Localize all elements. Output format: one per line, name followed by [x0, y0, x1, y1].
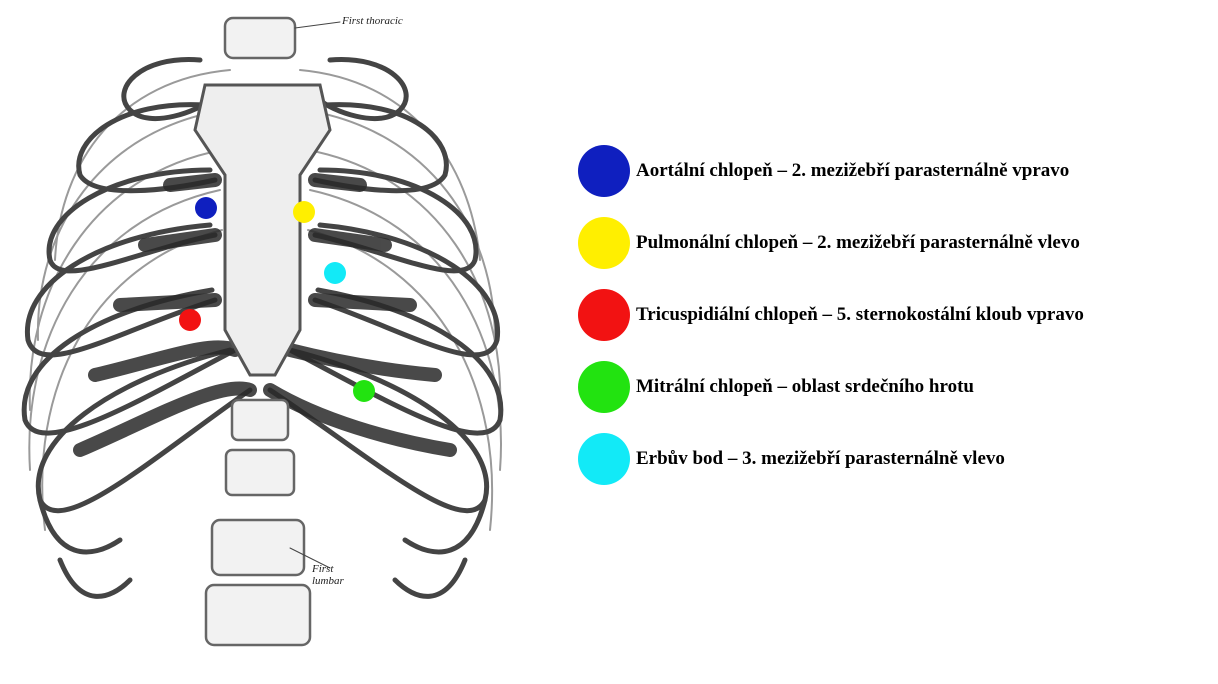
rib-cage-illustration: First thoracic First lumbar: [0, 0, 540, 684]
aortic-color-swatch: [578, 145, 630, 197]
first-thoracic-label: First thoracic: [341, 15, 403, 27]
pulmonary-valve-marker: [293, 201, 315, 223]
legend-item-pulmonary: Pulmonální chlopeň – 2. mezižebří parast…: [578, 218, 1218, 268]
tricuspid-valve-marker: [179, 309, 201, 331]
tricuspid-color-swatch: [578, 289, 630, 341]
pulmonary-label: Pulmonální chlopeň – 2. mezižebří parast…: [636, 232, 1080, 254]
rib-cage-drawing: [24, 18, 501, 645]
erb-label: Erbův bod – 3. mezižebří parasternálně v…: [636, 448, 1005, 470]
pulmonary-color-swatch: [578, 217, 630, 269]
legend-item-erb: Erbův bod – 3. mezižebří parasternálně v…: [578, 434, 1218, 484]
mitral-color-swatch: [578, 361, 630, 413]
first-lumbar-label-line2: lumbar: [312, 575, 345, 587]
legend-item-mitral: Mitrální chlopeň – oblast srdečního hrot…: [578, 362, 1218, 412]
mitral-valve-marker: [353, 380, 375, 402]
aortic-label: Aortální chlopeň – 2. mezižebří paraster…: [636, 160, 1069, 182]
tricuspid-label: Tricuspidiální chlopeň – 5. sternokostál…: [636, 304, 1084, 326]
valve-legend: Aortální chlopeň – 2. mezižebří paraster…: [578, 146, 1218, 506]
erb-color-swatch: [578, 433, 630, 485]
first-lumbar-label-line1: First: [311, 563, 334, 575]
mitral-label: Mitrální chlopeň – oblast srdečního hrot…: [636, 376, 974, 398]
aortic-valve-marker: [195, 197, 217, 219]
erb-point-marker: [324, 262, 346, 284]
legend-item-aortic: Aortální chlopeň – 2. mezižebří paraster…: [578, 146, 1218, 196]
legend-item-tricuspid: Tricuspidiální chlopeň – 5. sternokostál…: [578, 290, 1218, 340]
